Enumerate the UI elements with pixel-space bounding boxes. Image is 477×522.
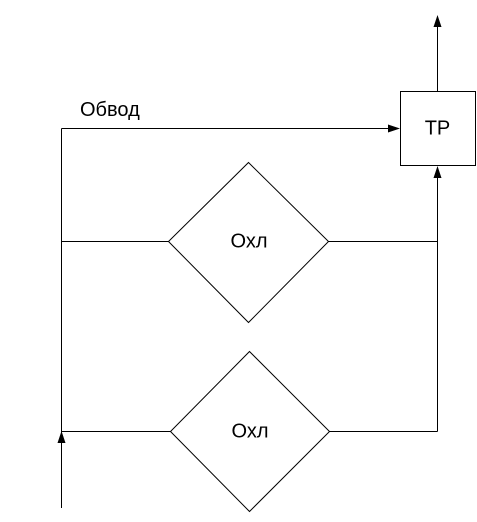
cooler-2-label: Охл: [231, 420, 268, 442]
bypass-label: Обвод: [80, 99, 140, 121]
outlet-arrow-icon: [433, 15, 442, 27]
heat-exchanger-label: ТР: [425, 117, 451, 139]
bypass-arrow-icon: [388, 124, 400, 133]
cooler-2-diamond: [169, 350, 331, 513]
return-arrow-icon: [433, 166, 442, 178]
cooler-1-label: Охл: [230, 230, 267, 252]
heat-exchanger-box: [400, 91, 476, 166]
cooler-1-diamond: [167, 161, 330, 324]
